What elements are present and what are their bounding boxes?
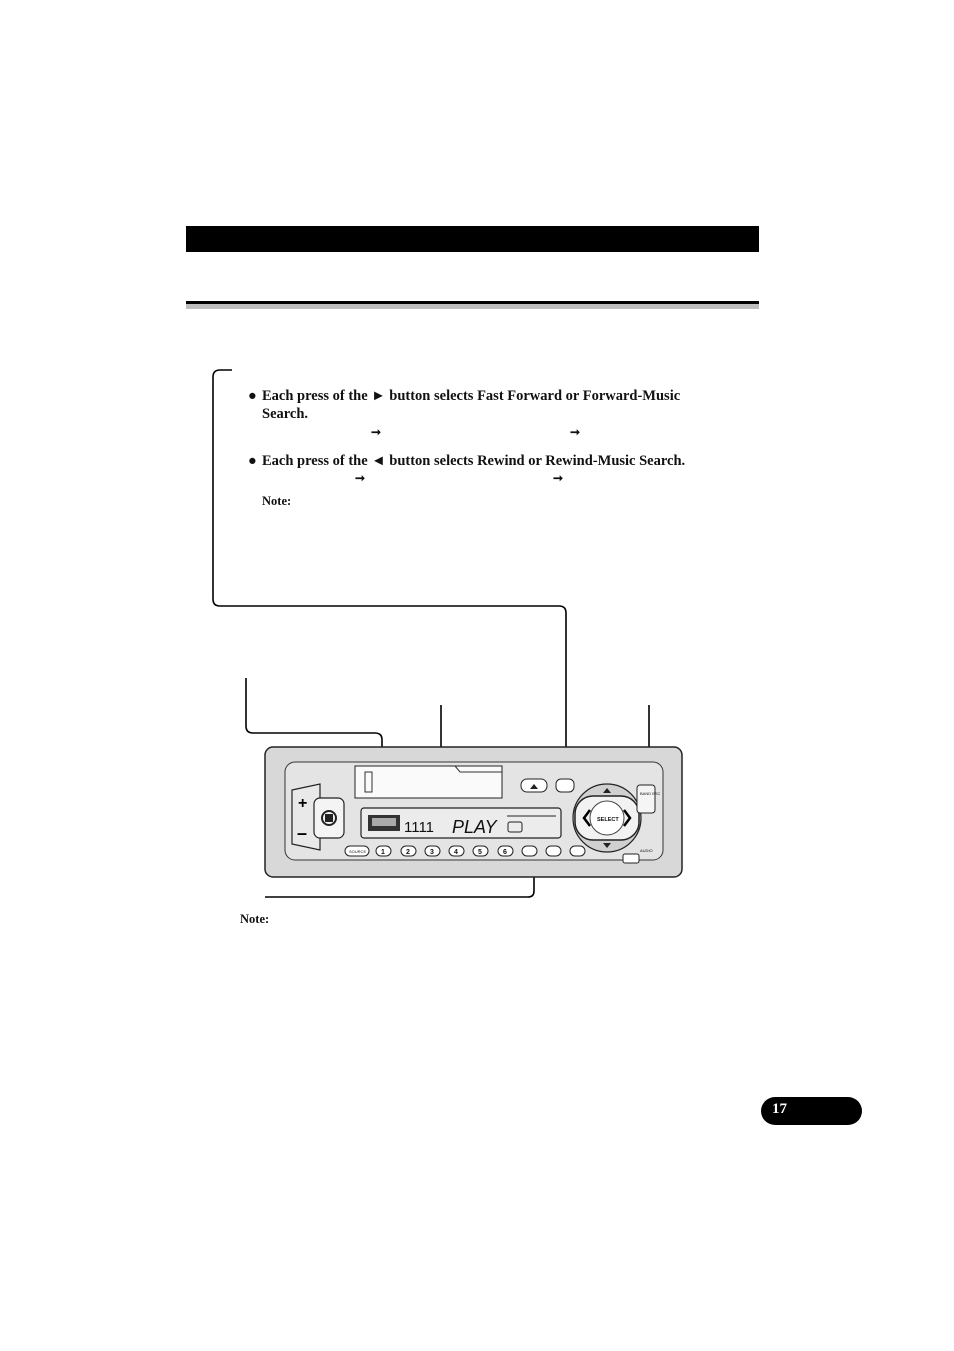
- source-button: [344, 845, 370, 857]
- section-rule: [186, 301, 759, 304]
- clock-button: [555, 778, 575, 793]
- section-rule-shadow: [186, 304, 759, 309]
- bullet-rewind: ● Each press of the ◄ button selects Rewi…: [248, 451, 685, 471]
- display-digits: 1111: [404, 819, 434, 836]
- svg-text:6: 6: [503, 849, 507, 856]
- bullet-rewind-text: Each press of the ◄ button selects Rewin…: [262, 453, 686, 469]
- svg-text:+: +: [298, 795, 307, 812]
- svg-text:3: 3: [430, 849, 434, 856]
- extra-button-3: [569, 845, 586, 857]
- section-header-bar: [186, 226, 759, 252]
- volume-rocker: [291, 783, 321, 851]
- preset-button-6: [497, 845, 514, 857]
- callout-line-select: [212, 369, 567, 815]
- svg-text:2: 2: [406, 849, 410, 856]
- forward-arrow-2: ➞: [570, 425, 581, 439]
- preset-button-2: [400, 845, 417, 857]
- svg-text:–: –: [297, 823, 307, 843]
- preset-buttons: 1 2 3 4 5 6: [375, 845, 586, 857]
- extra-button-1: [521, 845, 538, 857]
- preset-button-1: [375, 845, 392, 857]
- extra-button-2: [545, 845, 562, 857]
- rewind-arrow-1: ➞: [355, 471, 366, 485]
- forward-arrow-1: ➞: [371, 425, 382, 439]
- note-label-lower: Note:: [240, 912, 270, 926]
- rewind-arrow-2: ➞: [553, 471, 564, 485]
- svg-text:1: 1: [381, 849, 385, 856]
- select-label: SELECT: [597, 817, 619, 823]
- bullet-forward-continuation: Search.: [262, 406, 309, 422]
- detach-button: [622, 853, 640, 864]
- preset-button-3: [424, 845, 441, 857]
- bullet-symbol: ●: [248, 453, 257, 469]
- callout-line-eject: [265, 790, 535, 898]
- note-label-upper: Note:: [262, 494, 292, 508]
- select-right-icon: [623, 809, 632, 827]
- band-button: [636, 784, 656, 814]
- cassette-slot: [354, 765, 503, 799]
- source-label: SOURCE: [349, 849, 366, 854]
- preset-button-5: [472, 845, 489, 857]
- select-left-icon: [582, 809, 591, 827]
- callout-line-cassette: [245, 678, 383, 795]
- band-label: BAND ESC: [640, 791, 661, 796]
- bullet-forward: ● Each press of the ► button selects Fast…: [248, 386, 680, 406]
- svg-text:4: 4: [454, 849, 458, 856]
- bullet-symbol: ●: [248, 388, 257, 404]
- bullet-forward-text: Each press of the ► button selects Fast …: [262, 388, 681, 404]
- page-number: 17: [772, 1101, 787, 1117]
- audio-label: AUDIO: [640, 848, 653, 853]
- display-play-text: PLAY: [452, 817, 499, 837]
- svg-text:5: 5: [478, 849, 482, 856]
- page-number-badge: 17: [761, 1097, 862, 1125]
- preset-button-4: [448, 845, 465, 857]
